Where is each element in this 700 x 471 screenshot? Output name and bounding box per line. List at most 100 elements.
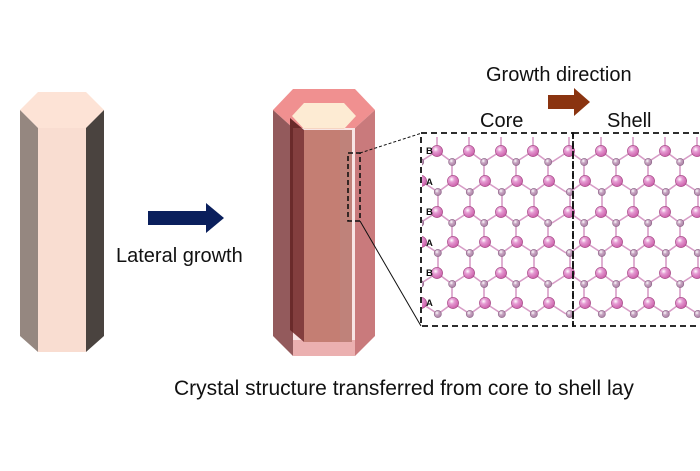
small-atom bbox=[497, 188, 506, 196]
large-atom bbox=[463, 267, 475, 279]
small-atom bbox=[661, 310, 670, 318]
small-atom bbox=[448, 158, 457, 166]
large-atom bbox=[627, 206, 639, 218]
large-atom bbox=[527, 267, 539, 279]
large-atom bbox=[643, 175, 655, 187]
large-atom bbox=[447, 297, 459, 309]
prism-left-face bbox=[20, 110, 38, 352]
prism-right-face bbox=[86, 110, 104, 352]
lattice-bond bbox=[388, 151, 405, 162]
lattice-bond bbox=[405, 212, 420, 223]
lateral-growth-arrow-icon bbox=[148, 203, 224, 233]
large-atom bbox=[691, 145, 700, 157]
large-atom bbox=[691, 206, 700, 218]
large-atom bbox=[563, 145, 575, 157]
small-atom bbox=[433, 188, 442, 196]
small-atom bbox=[544, 280, 553, 288]
large-atom bbox=[627, 145, 639, 157]
large-atom bbox=[447, 175, 459, 187]
large-atom bbox=[543, 175, 555, 187]
large-atom bbox=[479, 297, 491, 309]
small-atom bbox=[612, 158, 621, 166]
small-atom bbox=[497, 249, 506, 257]
small-atom bbox=[629, 310, 638, 318]
large-atom bbox=[495, 145, 507, 157]
layer-label: A bbox=[426, 177, 433, 188]
small-atom bbox=[465, 310, 474, 318]
large-atom bbox=[422, 236, 427, 248]
large-atom bbox=[422, 297, 427, 309]
large-atom bbox=[495, 267, 507, 279]
core-right-face bbox=[340, 130, 352, 342]
small-atom bbox=[612, 280, 621, 288]
lattice-bond bbox=[405, 151, 420, 162]
small-atom bbox=[597, 310, 606, 318]
small-atom bbox=[422, 158, 425, 166]
small-atom bbox=[544, 219, 553, 227]
large-atom bbox=[675, 175, 687, 187]
large-atom bbox=[675, 297, 687, 309]
large-atom bbox=[511, 236, 523, 248]
small-atom bbox=[512, 280, 521, 288]
small-atom bbox=[448, 219, 457, 227]
large-atom bbox=[563, 267, 575, 279]
large-atom bbox=[447, 236, 459, 248]
large-atom bbox=[431, 145, 443, 157]
small-atom bbox=[644, 158, 653, 166]
prism-front-face bbox=[38, 128, 86, 352]
large-atom bbox=[627, 267, 639, 279]
large-atom bbox=[579, 236, 591, 248]
growth-direction-arrow-icon bbox=[548, 88, 590, 116]
small-atom bbox=[544, 158, 553, 166]
small-atom bbox=[676, 280, 685, 288]
large-atom bbox=[595, 145, 607, 157]
shell-right-face bbox=[355, 110, 375, 356]
small-atom bbox=[402, 249, 409, 256]
large-atom bbox=[659, 206, 671, 218]
large-atom bbox=[643, 236, 655, 248]
core-nanowire-prism bbox=[20, 92, 104, 352]
small-atom bbox=[661, 188, 670, 196]
large-atom bbox=[399, 145, 410, 156]
small-atom bbox=[529, 310, 538, 318]
small-atom bbox=[402, 188, 409, 195]
large-atom bbox=[543, 236, 555, 248]
large-atom bbox=[543, 297, 555, 309]
large-atom bbox=[527, 145, 539, 157]
zoom-connector-bottom bbox=[359, 220, 422, 327]
layer-label: B bbox=[426, 268, 433, 279]
small-atom bbox=[693, 188, 700, 196]
layer-label: A bbox=[426, 238, 433, 249]
large-atom bbox=[463, 145, 475, 157]
layer-label: B bbox=[426, 207, 433, 218]
small-atom bbox=[693, 310, 700, 318]
small-atom bbox=[597, 249, 606, 257]
small-atom bbox=[480, 280, 489, 288]
small-atom bbox=[512, 158, 521, 166]
layer-label: A bbox=[426, 298, 433, 309]
lattice-bond bbox=[388, 273, 405, 284]
small-atom bbox=[529, 249, 538, 257]
small-atom bbox=[612, 219, 621, 227]
large-atom bbox=[399, 206, 410, 217]
large-atom bbox=[595, 206, 607, 218]
shell-front-face bbox=[293, 128, 355, 356]
caption: Crystal structure transferred from core … bbox=[174, 377, 634, 400]
large-atom bbox=[511, 297, 523, 309]
small-atom bbox=[433, 310, 442, 318]
lattice-bond bbox=[405, 273, 420, 284]
large-atom bbox=[399, 267, 410, 278]
large-atom bbox=[563, 206, 575, 218]
small-atom bbox=[433, 249, 442, 257]
small-atom bbox=[580, 219, 589, 227]
large-atom bbox=[611, 297, 623, 309]
small-atom bbox=[402, 310, 409, 317]
small-atom bbox=[693, 249, 700, 257]
small-atom bbox=[676, 219, 685, 227]
small-atom bbox=[465, 188, 474, 196]
large-atom bbox=[479, 175, 491, 187]
small-atom bbox=[480, 219, 489, 227]
core-label: Core bbox=[480, 110, 524, 132]
small-atom bbox=[676, 158, 685, 166]
